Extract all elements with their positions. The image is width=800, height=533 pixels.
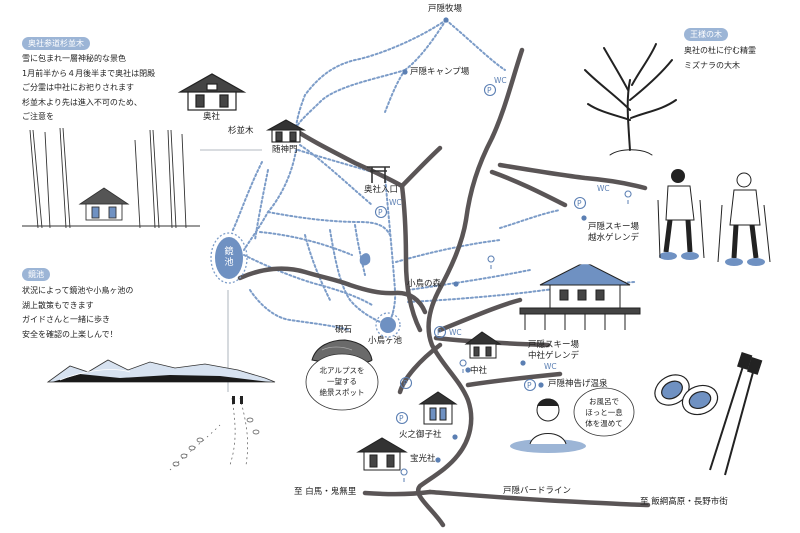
info-line: 湖上散策もできます — [22, 300, 94, 310]
label-hokosha[interactable]: 宝光社 — [410, 454, 436, 464]
dot-chusha — [465, 367, 471, 373]
bubble-line: お風呂で — [589, 397, 619, 406]
info-title-suginamiki: 奥社参道杉並木 — [22, 37, 90, 50]
label-zuijinmon[interactable]: 随神門 — [272, 145, 298, 155]
parking-label: P — [399, 414, 404, 423]
chusha-shrine-illustration — [464, 331, 502, 359]
bubble-tsuzuri: 北アルプスを 一望する 絶景スポット — [314, 365, 370, 398]
info-line: 1月前半から４月後半まで奥社は閉殿 — [22, 68, 156, 78]
bubble-line: ほっと一息 — [585, 408, 623, 417]
info-line: ご注意を — [22, 112, 54, 121]
onsen-illustration — [510, 387, 635, 453]
bubble-line: 北アルプスを — [319, 366, 365, 375]
cedar-forest-illustration — [22, 127, 200, 229]
footprints — [172, 417, 260, 467]
tsuzuri-stone-illustration — [305, 339, 379, 411]
dot-koshimizu — [581, 215, 587, 221]
parking-label: P — [527, 381, 532, 390]
parking-label: P — [437, 328, 442, 337]
parking-label: P — [487, 86, 492, 95]
dot-onsen — [538, 382, 544, 388]
dot-kotori-mori — [453, 281, 459, 287]
info-title-kagami: 鏡池 — [22, 268, 50, 281]
label-ski-koshimizu-1[interactable]: 戸隠スキー場 — [588, 222, 640, 232]
info-line: ミズナラの大木 — [684, 60, 740, 70]
dot-bokujo — [443, 17, 449, 23]
parking-icon — [374, 205, 388, 219]
wc-label: WC — [544, 362, 557, 371]
parking-icon — [395, 411, 409, 425]
wc-label: WC — [449, 328, 462, 337]
bubble-line: 絶景スポット — [319, 388, 365, 397]
parking-icon — [399, 376, 413, 390]
wc-label: WC — [597, 184, 610, 193]
parking-label: P — [577, 199, 582, 208]
dot-camp — [402, 69, 408, 75]
parking-markers — [374, 83, 587, 425]
parking-label: P — [378, 208, 383, 217]
label-suginamiki[interactable]: 杉並木 — [228, 126, 254, 136]
label-kagami-ike[interactable]: 鏡池 — [224, 247, 234, 268]
info-text-kagami: 状況によって鏡池や小鳥ヶ池の 湖上散策もできます ガイドさんと一緒に歩き 安全を… — [22, 284, 133, 342]
bubble-onsen: お風呂で ほっと一息 体を温めて — [578, 396, 630, 429]
label-okusha-iriguchi[interactable]: 奥社入口 — [364, 185, 399, 195]
label-tsuzuri-ishi[interactable]: 硯石 — [335, 325, 353, 335]
info-line: ご分霊は中社にお祀りされます — [22, 83, 134, 92]
label-birdline[interactable]: 戸隠バードライン — [503, 486, 572, 496]
okusha-shrine-illustration — [177, 73, 247, 111]
info-title-king-tree: 王様の木 — [684, 28, 728, 41]
label-togakushi-camp[interactable]: 戸隠キャンプ場 — [410, 67, 470, 77]
dot-hinomiko — [452, 434, 458, 440]
label-to-hakuba[interactable]: 至 白馬・鬼無里 — [294, 487, 357, 497]
wc-label: WC — [494, 76, 507, 85]
dot-chusha-ski — [520, 360, 526, 366]
info-text-suginamiki: 雪に包まれ一層神秘的な景色 1月前半から４月後半まで奥社は閉殿 ご分霊は中社にお… — [22, 52, 155, 125]
snowshoe-trails — [231, 19, 636, 331]
info-line: 状況によって鏡池や小鳥ヶ池の — [22, 286, 134, 295]
zuijinmon-illustration — [265, 119, 307, 143]
label-hinomiko[interactable]: 火之御子社 — [399, 430, 442, 440]
label-onsen[interactable]: 戸隠神告げ温泉 — [548, 379, 608, 389]
kotorigaike-lake — [380, 317, 396, 333]
parking-icon — [483, 83, 497, 97]
label-to-nagano[interactable]: 至 飯綱高原・長野市街 — [640, 497, 728, 507]
kagami-ike-lake — [215, 237, 243, 279]
parking-icon — [433, 325, 447, 339]
label-togakushi-bokujo[interactable]: 戸隠牧場 — [428, 4, 463, 14]
dot-hokosha — [435, 457, 441, 463]
roads — [237, 47, 651, 528]
hokosha-shrine-illustration — [356, 437, 408, 471]
label-kotorigaike[interactable]: 小鳥ヶ池 — [368, 336, 403, 346]
lakes — [210, 232, 401, 338]
info-line: 奥社の杜に佇む精霊 — [684, 46, 756, 55]
torii-icon — [367, 166, 390, 183]
ski-lodge-illustration — [519, 261, 641, 330]
bubble-line: 体を温めて — [585, 419, 623, 428]
parking-label: P — [403, 379, 408, 388]
king-tree-illustration — [584, 43, 677, 156]
info-text-king-tree: 奥社の杜に佇む精霊 ミズナラの大木 — [684, 44, 756, 73]
location-dots — [402, 17, 587, 463]
info-line: ガイドさんと一緒に歩き — [22, 315, 110, 324]
wc-label: WC — [389, 198, 402, 207]
pin-markers — [400, 190, 632, 482]
info-line: 雪に包まれ一層神秘的な景色 — [22, 54, 126, 63]
label-ski-chusha-1[interactable]: 戸隠スキー場 — [528, 340, 580, 350]
mountain-landscape-illustration — [46, 359, 276, 471]
parking-icon — [523, 378, 537, 392]
label-chusha[interactable]: 中社 — [470, 366, 488, 376]
label-kotori-no-mori[interactable]: 小鳥の森 — [407, 279, 442, 289]
snowshoe-gear-illustration — [654, 351, 763, 476]
label-ski-koshimizu-2[interactable]: 越水ゲレンデ — [588, 233, 640, 243]
label-ski-chusha-2[interactable]: 中社ゲレンデ — [528, 351, 580, 361]
parking-icon — [573, 196, 587, 210]
info-line: 安全を確認の上楽しんで！ — [22, 329, 118, 339]
bubble-line: 一望する — [327, 377, 357, 386]
info-line: 杉並木より先は進入不可のため、 — [22, 97, 142, 107]
snowshoe-hikers-illustration — [657, 169, 771, 266]
hinomiko-shrine-illustration — [418, 391, 458, 425]
label-okusha[interactable]: 奥社 — [203, 112, 221, 122]
